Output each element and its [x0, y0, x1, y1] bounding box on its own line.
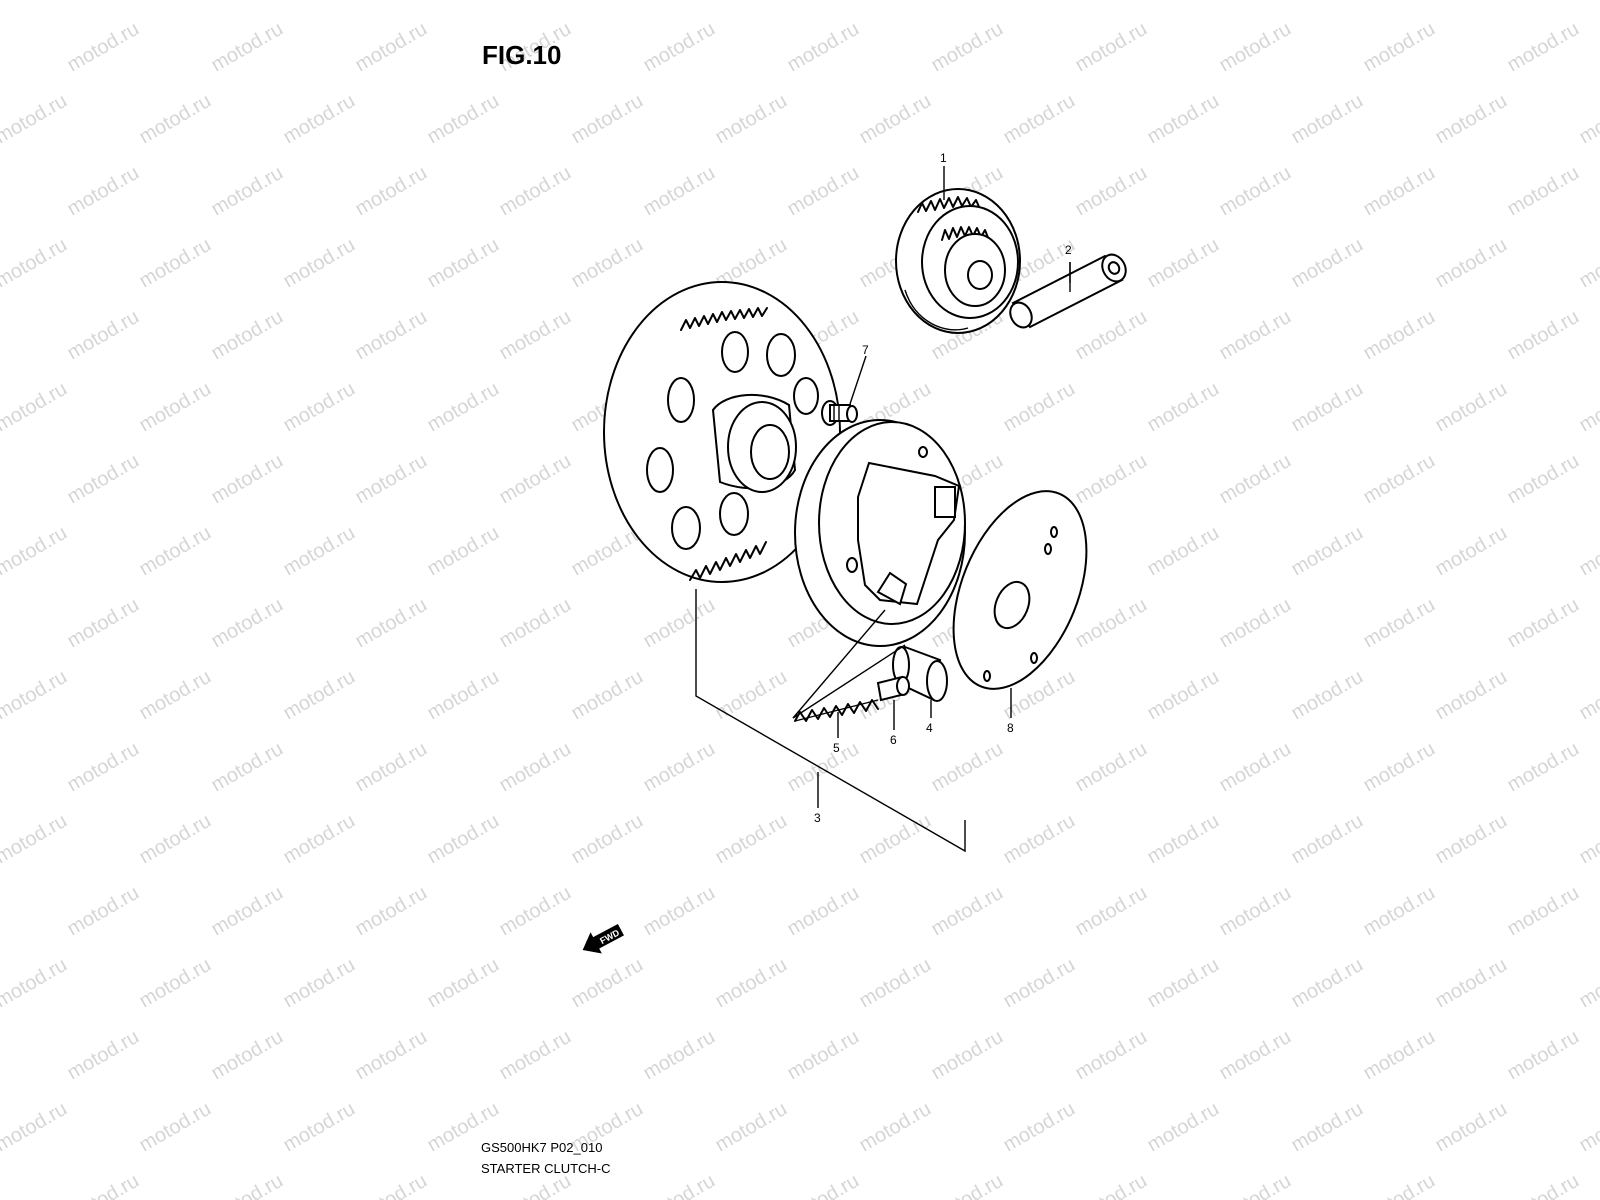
- gear-web-holes: [646, 331, 819, 550]
- figure-caption: STARTER CLUTCH-C: [481, 1161, 611, 1176]
- part-3-starter-driven-gear[interactable]: [603, 281, 841, 583]
- callout-3: 3: [814, 811, 821, 825]
- part-6-spring-cap[interactable]: [876, 675, 910, 702]
- model-code: GS500HK7 P02_010: [481, 1140, 603, 1155]
- part-7-bolt[interactable]: [821, 400, 858, 426]
- figure-title: FIG.10: [482, 40, 562, 70]
- assembly-guide-lines: [695, 589, 966, 853]
- callout-7: 7: [862, 343, 869, 357]
- callout-4: 4: [926, 721, 933, 735]
- callout-8: 8: [1007, 721, 1014, 735]
- starter-clutch-housing[interactable]: [794, 419, 966, 647]
- callout-6: 6: [890, 733, 897, 747]
- part-1-idle-gear[interactable]: [895, 188, 1021, 334]
- callout-5: 5: [833, 741, 840, 755]
- part-2-idle-shaft[interactable]: [1006, 250, 1130, 331]
- fwd-arrow: FWD: [582, 923, 624, 954]
- callout-2: 2: [1065, 243, 1072, 257]
- callout-1: 1: [940, 151, 947, 165]
- part-5-spring[interactable]: [794, 699, 879, 722]
- leader-lines: [817, 166, 1071, 808]
- part-8-washer[interactable]: [927, 472, 1112, 708]
